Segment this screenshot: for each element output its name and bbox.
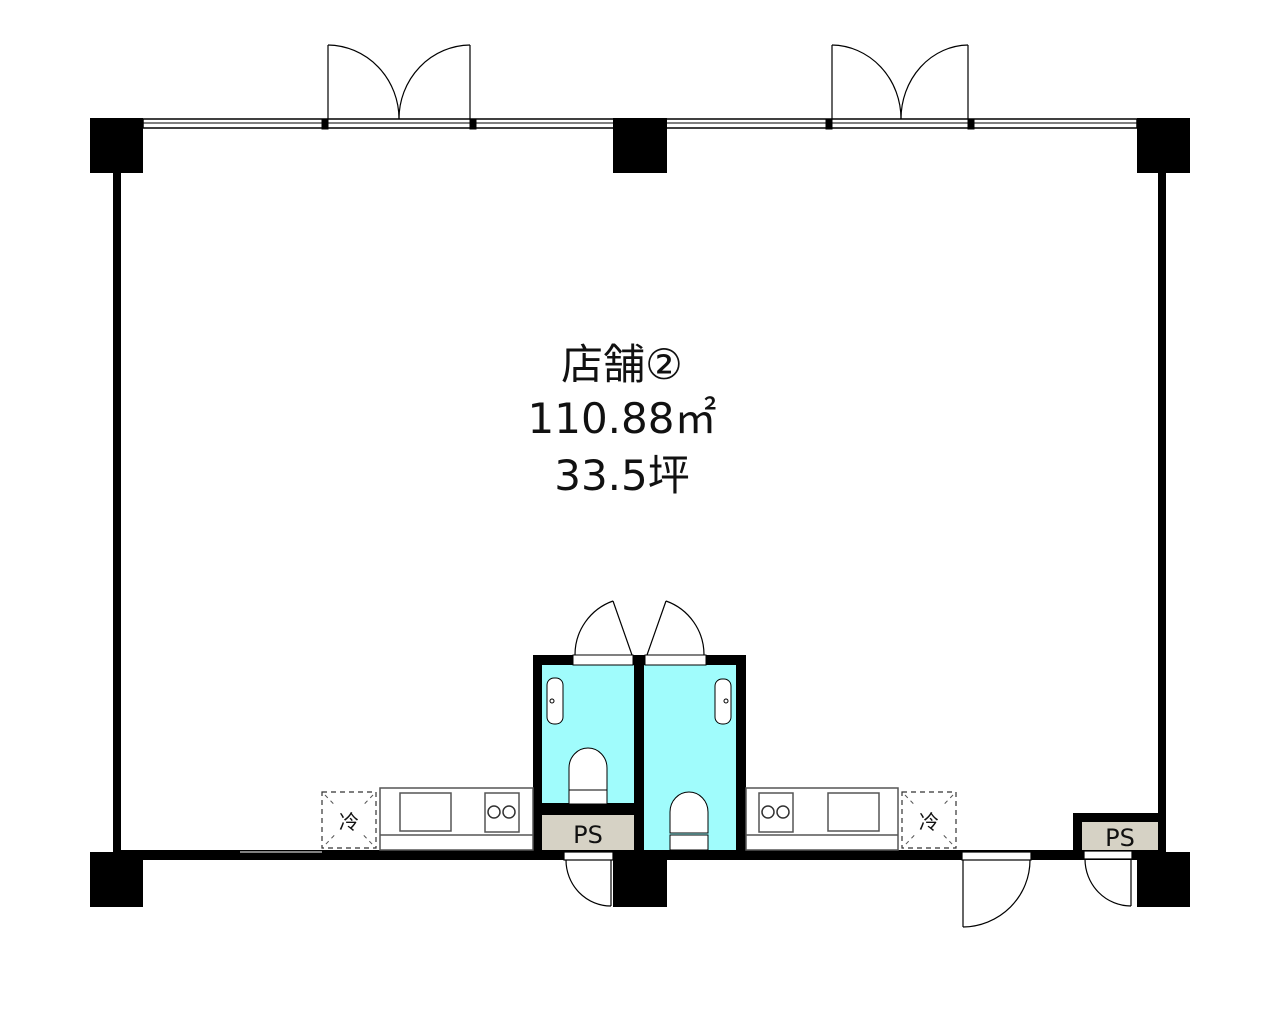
sink bbox=[399, 792, 452, 832]
fridge-space-left: 冷 bbox=[321, 791, 377, 849]
left-wall bbox=[113, 170, 121, 854]
stove bbox=[484, 792, 520, 833]
fridge-label-right: 冷 bbox=[919, 810, 939, 834]
ps-door-1[interactable] bbox=[563, 851, 614, 907]
ps-door-2[interactable] bbox=[1083, 850, 1133, 907]
right-wall bbox=[1158, 170, 1166, 854]
room-name: 店舗② bbox=[561, 340, 683, 389]
ps-label-2: PS bbox=[1105, 824, 1135, 852]
top-double-door-left[interactable] bbox=[327, 44, 471, 120]
fridge-space-right: 冷 bbox=[901, 791, 957, 849]
kitchen-counter-right bbox=[745, 787, 899, 851]
top-double-door-right[interactable] bbox=[831, 44, 969, 120]
entrance-door[interactable] bbox=[961, 851, 1032, 928]
ps-label-1: PS bbox=[573, 821, 603, 849]
structural-columns bbox=[90, 118, 1190, 907]
sink bbox=[827, 792, 880, 832]
ps-shaft-1 bbox=[542, 815, 634, 850]
fridge-label-left: 冷 bbox=[339, 810, 359, 834]
room-area-tsubo: 33.5坪 bbox=[554, 451, 690, 500]
toilet-door-2[interactable] bbox=[646, 600, 705, 656]
toilet-block: PS bbox=[533, 654, 746, 860]
kitchen-counter-left bbox=[379, 787, 534, 851]
room-area-m2: 110.88㎡ bbox=[527, 394, 717, 443]
toilet-door-1[interactable] bbox=[574, 600, 633, 656]
stove bbox=[758, 792, 794, 833]
